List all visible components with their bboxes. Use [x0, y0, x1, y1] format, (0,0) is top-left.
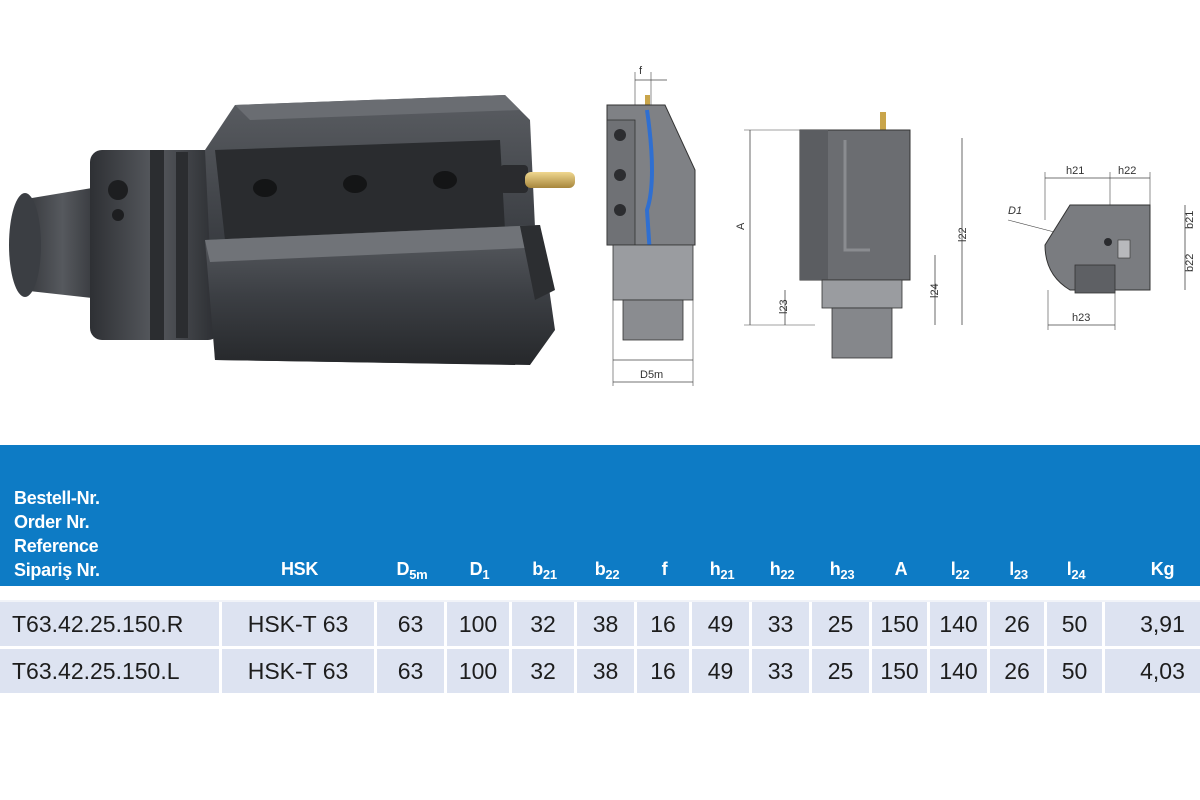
table-spacer	[0, 586, 1200, 602]
dim-l23: l23	[778, 299, 790, 314]
header-d1: D1	[447, 445, 512, 586]
header-hsk: HSK	[222, 445, 377, 586]
header-h21: h21	[692, 445, 752, 586]
header-reference: Bestell-Nr. Order Nr. Reference Sipariş …	[0, 445, 222, 586]
header-l23: l23	[990, 445, 1047, 586]
dim-b22: b22	[1184, 254, 1196, 272]
header-h22: h22	[752, 445, 812, 586]
header-f: f	[637, 445, 692, 586]
product-figures: f D5m A l22 l24 l23	[9, 65, 1196, 386]
dim-f: f	[639, 65, 643, 77]
cell-l22: 140	[930, 602, 990, 649]
cell-h22: 33	[752, 649, 812, 696]
dim-d5m: D5m	[640, 369, 663, 381]
dim-a: A	[735, 222, 747, 230]
cell-hsk: HSK-T 63	[222, 649, 377, 696]
header-l24: l24	[1047, 445, 1105, 586]
header-h23: h23	[812, 445, 872, 586]
header-b21: b21	[512, 445, 577, 586]
cell-h22: 33	[752, 602, 812, 649]
side-view-drawing: f D5m	[606, 65, 696, 386]
spec-table: Bestell-Nr. Order Nr. Reference Sipariş …	[0, 445, 1200, 696]
header-d5m: D5m	[377, 445, 447, 586]
cell-f: 16	[637, 602, 692, 649]
cell-l22: 140	[930, 649, 990, 696]
header-a: A	[872, 445, 930, 586]
cell-order-nr: T63.42.25.150.R	[0, 602, 222, 649]
cell-b22: 38	[577, 602, 637, 649]
cell-l23: 26	[990, 602, 1047, 649]
header-ref-fr: Reference	[14, 536, 99, 556]
cell-d1: 100	[447, 649, 512, 696]
cell-kg: 3,91	[1105, 602, 1200, 649]
cell-f: 16	[637, 649, 692, 696]
header-l22: l22	[930, 445, 990, 586]
cell-b21: 32	[512, 602, 577, 649]
cell-l24: 50	[1047, 649, 1105, 696]
cell-h21: 49	[692, 602, 752, 649]
dim-d1: D1	[1008, 205, 1022, 217]
cell-l24: 50	[1047, 602, 1105, 649]
cell-l23: 26	[990, 649, 1047, 696]
spec-table-container: Bestell-Nr. Order Nr. Reference Sipariş …	[0, 445, 1200, 696]
table-header-row: Bestell-Nr. Order Nr. Reference Sipariş …	[0, 445, 1200, 586]
cell-b21: 32	[512, 649, 577, 696]
tool-holder-photo	[9, 95, 575, 365]
cell-order-nr: T63.42.25.150.L	[0, 649, 222, 696]
header-kg: Kg	[1105, 445, 1200, 586]
dim-h21: h21	[1066, 165, 1084, 177]
header-ref-en: Order Nr.	[14, 512, 90, 532]
cell-d5m: 63	[377, 649, 447, 696]
dim-l24: l24	[929, 283, 941, 298]
table-row: T63.42.25.150.L HSK-T 63 63 100 32 38 16…	[0, 649, 1200, 696]
table-row: T63.42.25.150.R HSK-T 63 63 100 32 38 16…	[0, 602, 1200, 649]
cell-kg: 4,03	[1105, 649, 1200, 696]
header-ref-de: Bestell-Nr.	[14, 488, 100, 508]
dim-l22: l22	[957, 227, 969, 242]
front-view-drawing: A l22 l24 l23	[735, 112, 969, 359]
cell-d1: 100	[447, 602, 512, 649]
cell-d5m: 63	[377, 602, 447, 649]
dim-b21: b21	[1184, 211, 1196, 229]
cell-h23: 25	[812, 602, 872, 649]
header-b22: b22	[577, 445, 637, 586]
cell-a: 150	[872, 649, 930, 696]
dim-h22: h22	[1118, 165, 1136, 177]
cell-hsk: HSK-T 63	[222, 602, 377, 649]
cell-h23: 25	[812, 649, 872, 696]
dim-h23: h23	[1072, 312, 1090, 324]
cell-a: 150	[872, 602, 930, 649]
cell-h21: 49	[692, 649, 752, 696]
top-view-drawing: h21 h22 D1 b21 b22 h23	[1007, 165, 1196, 330]
header-ref-tr: Sipariş Nr.	[14, 560, 100, 580]
cell-b22: 38	[577, 649, 637, 696]
